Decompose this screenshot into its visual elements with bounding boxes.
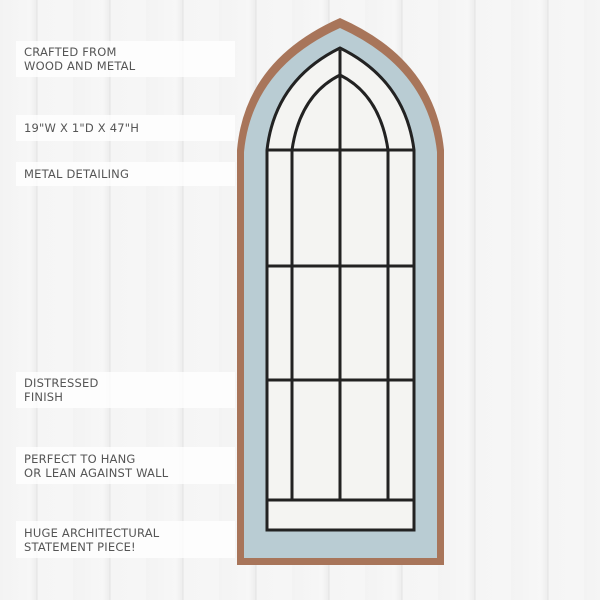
feature-text: PERFECT TO HANG bbox=[24, 451, 136, 466]
feature-text: FINISH bbox=[24, 390, 64, 404]
feature-text: CRAFTED FROM bbox=[24, 45, 117, 59]
feature-label-material: CRAFTED FROM WOOD AND METAL bbox=[16, 41, 235, 77]
metal-grid bbox=[268, 50, 413, 502]
feature-label-hanging: PERFECT TO HANG OR LEAN AGAINST WALL bbox=[16, 447, 235, 484]
feature-text: STATEMENT PIECE! bbox=[24, 539, 136, 554]
feature-text: DISTRESSED bbox=[24, 376, 99, 390]
feature-text: METAL DETAILING bbox=[24, 167, 130, 181]
feature-label-statement: HUGE ARCHITECTURAL STATEMENT PIECE! bbox=[16, 521, 235, 558]
feature-label-finish: DISTRESSED FINISH bbox=[16, 372, 235, 408]
feature-text: OR LEAN AGAINST WALL bbox=[24, 465, 169, 480]
feature-text: HUGE ARCHITECTURAL bbox=[24, 525, 160, 540]
feature-label-dimensions: 19"W X 1"D X 47"H bbox=[16, 115, 235, 141]
feature-text: WOOD AND METAL bbox=[24, 59, 136, 73]
feature-text: 19"W X 1"D X 47"H bbox=[24, 121, 140, 135]
feature-label-metal-detailing: METAL DETAILING bbox=[16, 162, 235, 186]
